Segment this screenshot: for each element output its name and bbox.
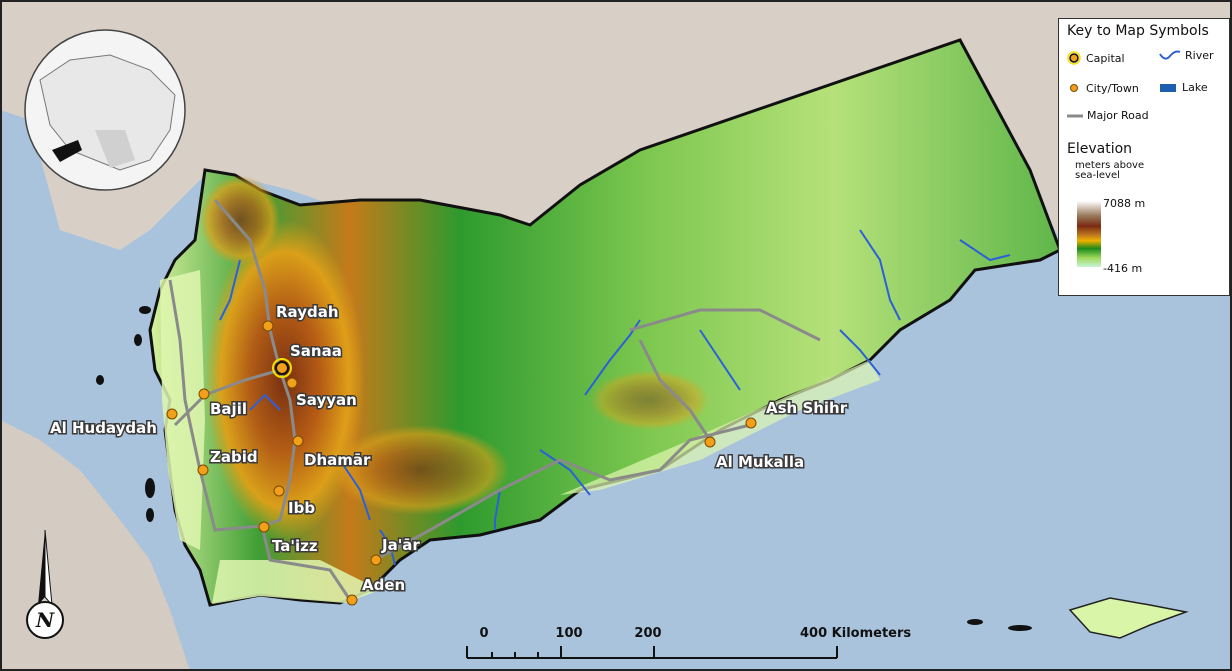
city-label-bajil: Bajil: [210, 400, 247, 418]
city-labels: Raydah Sanaa Sayyan Bajil Al Hudaydah Za…: [49, 302, 850, 596]
river: [339, 459, 371, 521]
city-dot-raydah[interactable]: [262, 320, 274, 332]
scale-label-400: 400 Kilometers: [800, 626, 911, 641]
island: [139, 306, 151, 314]
river: [699, 329, 741, 391]
island: [146, 508, 154, 522]
city-dots: [166, 320, 757, 606]
city-label-aden: Aden: [362, 576, 405, 594]
city-label-sayyan: Sayyan: [296, 391, 357, 409]
scale-label-0: 0: [479, 626, 488, 641]
city-label-al-mukalla: Al Mukalla: [716, 453, 804, 471]
major-road-icon: [1067, 114, 1083, 117]
map-legend: Key to Map Symbols Capital River City/To…: [1058, 18, 1230, 296]
city-label-ash-shihr: Ash Shihr: [766, 399, 848, 417]
island: [967, 619, 983, 625]
river: [539, 449, 591, 496]
north-arrow: N: [26, 529, 64, 639]
legend-lake-label: Lake: [1182, 81, 1208, 94]
legend-item-river: River: [1159, 49, 1214, 62]
legend-elevation-min: -416 m: [1103, 262, 1143, 275]
scale-bar: 0 100 200 400 Kilometers: [466, 626, 911, 659]
highlands-east: [330, 425, 510, 515]
highlands-hadramawt: [590, 370, 710, 430]
legend-elevation-subtitle: meters above sea-level: [1075, 160, 1145, 181]
city-dot-aden[interactable]: [346, 594, 358, 606]
city-dot-ash-shihr[interactable]: [745, 417, 757, 429]
capital-icon: [1067, 51, 1081, 65]
capital-marker[interactable]: [275, 361, 289, 375]
highlands: [205, 220, 365, 540]
island: [145, 478, 155, 498]
legend-river-label: River: [1185, 49, 1214, 62]
city-dot-sayyan[interactable]: [286, 377, 298, 389]
coastal-plain: [160, 270, 205, 550]
city-label-raydah: Raydah: [276, 303, 339, 321]
city-label-ibb: Ibb: [288, 499, 315, 517]
river: [839, 329, 881, 376]
island: [134, 334, 142, 346]
north-arrow-pointer-light: [44, 529, 53, 607]
highlands-north: [200, 175, 280, 265]
legend-elevation-max: 7088 m: [1103, 197, 1146, 210]
neighbor-land: [0, 0, 1232, 250]
city-dot-bajil[interactable]: [198, 388, 210, 400]
city-label-al-hudaydah: Al Hudaydah: [50, 419, 157, 437]
major-road: [168, 279, 263, 532]
lake-icon: [1160, 83, 1176, 92]
globe-sea: [95, 130, 135, 168]
city-dot-ibb[interactable]: [273, 485, 285, 497]
island: [1008, 625, 1032, 631]
scale-label-200: 200: [634, 626, 661, 641]
city-dot-dhamar[interactable]: [292, 435, 304, 447]
elevation-color-ramp: [1077, 201, 1101, 267]
major-road: [173, 368, 281, 427]
legend-capital-label: Capital: [1086, 51, 1125, 65]
river: [859, 229, 901, 321]
legend-item-capital: Capital: [1067, 51, 1125, 65]
eastern-coast: [560, 360, 880, 495]
legend-item-city-town: City/Town: [1067, 81, 1139, 95]
city-town-icon: [1070, 84, 1078, 92]
river: [959, 239, 1011, 262]
city-label-zabid: Zabid: [210, 448, 258, 466]
legend-city-town-label: City/Town: [1086, 81, 1139, 95]
city-label-sanaa: Sanaa: [290, 342, 342, 360]
north-arrow-label: N: [35, 608, 55, 632]
legend-title: Key to Map Symbols: [1067, 23, 1209, 39]
socotra-island: [1068, 597, 1189, 639]
city-dot-al-mukalla[interactable]: [704, 436, 716, 448]
major-road: [374, 423, 751, 562]
island: [96, 375, 104, 385]
river: [379, 529, 396, 566]
north-arrow-circle: [26, 601, 64, 639]
legend-elevation-title: Elevation: [1067, 141, 1133, 157]
city-dot-zabid[interactable]: [197, 464, 209, 476]
small-islands: [96, 306, 1032, 631]
river: [219, 259, 241, 321]
major-road: [629, 308, 821, 342]
river: [249, 393, 281, 411]
southern-coast: [212, 560, 380, 604]
capital-marker-ring: [272, 358, 292, 378]
locator-globe: [24, 29, 186, 191]
river: [494, 489, 501, 530]
city-dot-al-hudaydah[interactable]: [166, 408, 178, 420]
major-road: [638, 339, 712, 441]
city-label-dhamar: Dhamār: [304, 451, 371, 469]
legend-major-road-label: Major Road: [1087, 109, 1149, 122]
city-dot-jaar[interactable]: [370, 554, 382, 566]
river-icon: [1159, 50, 1181, 60]
scale-label-100: 100: [555, 626, 582, 641]
globe-yemen: [52, 140, 82, 162]
city-label-taizz: Ta'izz: [272, 537, 318, 555]
city-dot-taizz[interactable]: [258, 521, 270, 533]
legend-item-major-road: Major Road: [1067, 109, 1149, 122]
legend-item-lake: Lake: [1159, 81, 1208, 94]
city-label-jaar: Ja'ār: [381, 536, 420, 554]
